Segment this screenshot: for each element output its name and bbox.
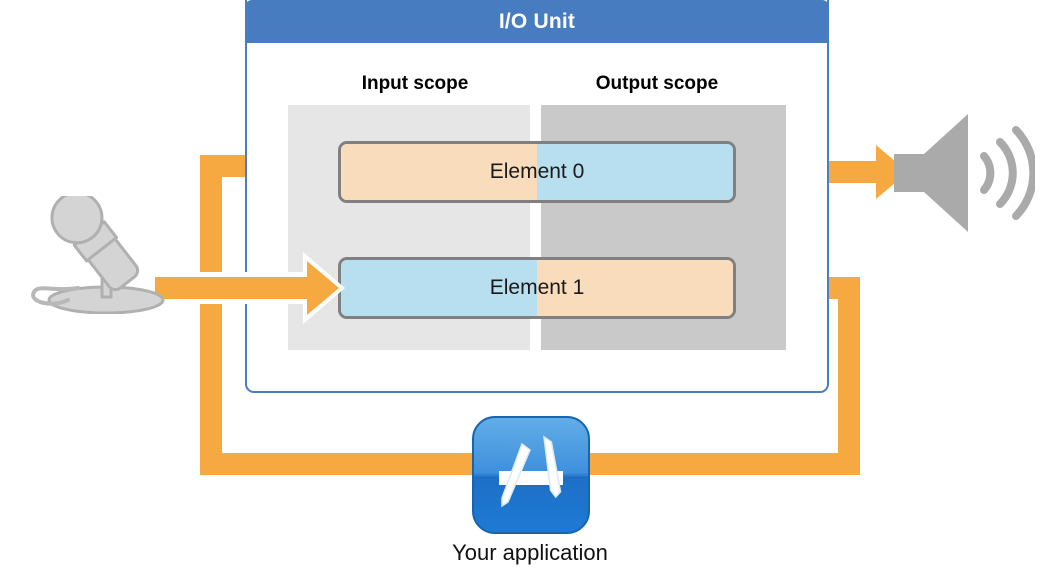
arrowhead-to-element1-icon (307, 261, 339, 315)
io-unit-header: I/O Unit (245, 0, 829, 43)
element-0-input-half (341, 144, 537, 200)
microphone-icon (8, 191, 168, 315)
element-1-input-half (341, 260, 537, 316)
input-scope-label: Input scope (361, 73, 469, 94)
element-1-box: Element 1 (338, 257, 736, 319)
element-1-output-half (537, 260, 733, 316)
signal-path-mic-to-element1 (155, 277, 320, 299)
element-0-label: Element 0 (489, 160, 585, 183)
element-0-output-half (537, 144, 733, 200)
speaker-icon (890, 108, 1038, 238)
output-scope-label: Output scope (595, 73, 719, 94)
signal-path-app-to-element0-vertical (200, 155, 222, 475)
element-1-label: Element 1 (489, 276, 585, 299)
signal-path-element1-to-app-vertical (838, 277, 860, 475)
element-0-box: Element 0 (338, 141, 736, 203)
app-caption: Your application (452, 540, 608, 565)
app-store-icon (472, 416, 590, 534)
io-unit-title: I/O Unit (498, 9, 576, 33)
